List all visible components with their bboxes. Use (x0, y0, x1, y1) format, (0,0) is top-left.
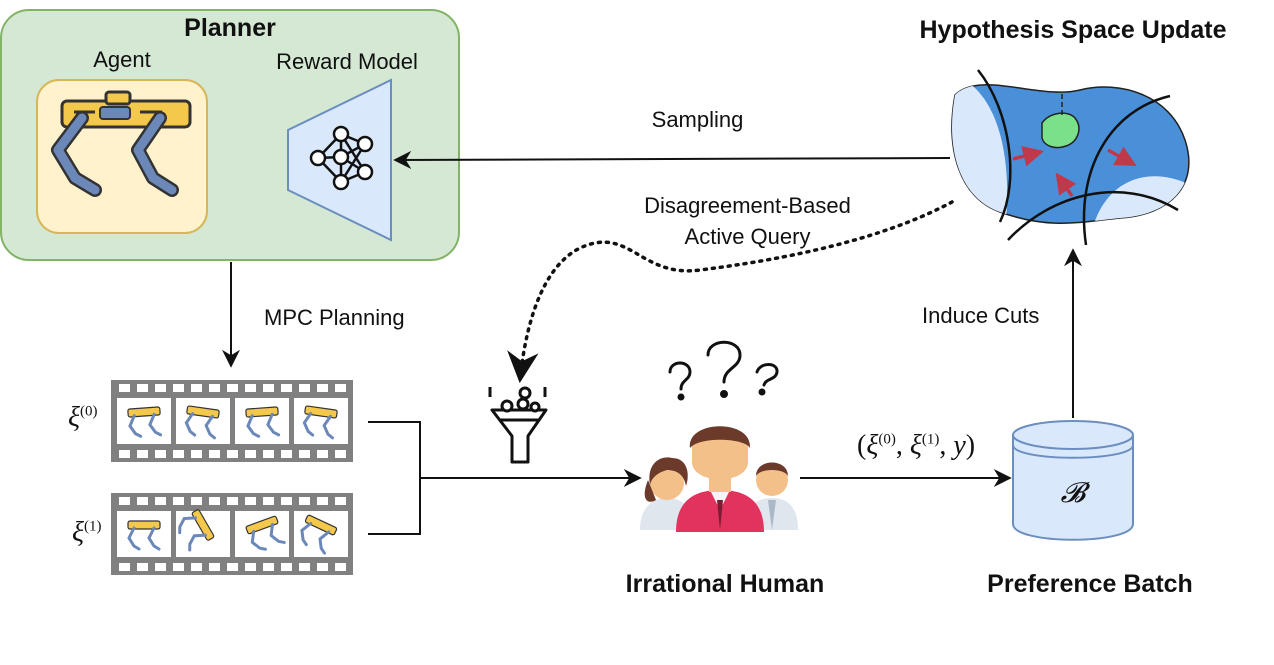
preference-batch-cylinder (1012, 420, 1134, 541)
hypothesis-title: Hypothesis Space Update (919, 16, 1227, 44)
mini-robot-icon (302, 405, 338, 440)
human-group-icon (640, 426, 798, 532)
question-marks-icon (668, 340, 779, 401)
mini-robot-icon (300, 514, 338, 555)
mini-robot-icon (127, 520, 161, 551)
film-frame (294, 398, 348, 444)
filter-funnel-icon (488, 386, 548, 464)
film-frame (117, 511, 171, 557)
reward-model-label: Reward Model (276, 49, 418, 74)
trajectory-top-index: (0) (80, 403, 98, 420)
trajectory-top-symbol: ξ (68, 402, 80, 433)
preference-pair-label: (ξ(0), ξ(1), y) (857, 430, 975, 462)
film-frame (117, 398, 171, 444)
pair-open: ( (857, 430, 867, 461)
mini-robot-icon (178, 509, 215, 552)
planner-title: Planner (184, 14, 276, 42)
trajectory-connector (368, 421, 421, 535)
mini-robot-icon (127, 406, 163, 438)
mpc-planning-label: MPC Planning (264, 305, 405, 330)
trajectory-bottom-index: (1) (84, 518, 102, 535)
active-query-label-line1: Disagreement-Based (644, 193, 851, 218)
mini-robot-icon (245, 515, 286, 551)
robot-dog-icon (51, 90, 192, 197)
film-frame (176, 398, 230, 444)
pair-xi1: ξ (909, 430, 922, 461)
active-query-arrow (507, 200, 954, 384)
mini-robot-icon (245, 406, 281, 438)
induce-cuts-label: Induce Cuts (922, 303, 1040, 328)
film-strip-bottom (111, 493, 353, 575)
active-query-label-line2: Active Query (684, 224, 811, 249)
sampling-label: Sampling (651, 107, 744, 132)
preference-batch-label: Preference Batch (987, 570, 1193, 598)
mini-robot-icon (184, 405, 220, 440)
pair-close: ) (965, 430, 976, 461)
batch-symbol: 𝓑 (1060, 478, 1086, 509)
pair-xi0: ξ (866, 430, 879, 461)
agent-label: Agent (93, 47, 151, 72)
hypothesis-space (951, 69, 1190, 246)
pair-sup0: (0) (878, 431, 896, 448)
cut-arrow (1107, 146, 1137, 167)
cut-arrow (1012, 146, 1045, 167)
pair-comma2: , (939, 430, 954, 461)
trajectory-top-label: ξ(0) (68, 402, 98, 434)
film-frame (235, 398, 289, 444)
film-strip-top (111, 380, 353, 462)
pair-comma1: , (895, 430, 910, 461)
trajectory-bottom-symbol: ξ (72, 517, 84, 548)
neural-network-icon (309, 125, 374, 191)
cut-arrow (1055, 172, 1077, 198)
trajectory-bottom-label: ξ(1) (72, 517, 102, 549)
irrational-human-label: Irrational Human (625, 570, 825, 598)
pair-sup1: (1) (921, 431, 940, 448)
sampling-arrow (393, 150, 951, 169)
pair-y: y (953, 430, 966, 461)
